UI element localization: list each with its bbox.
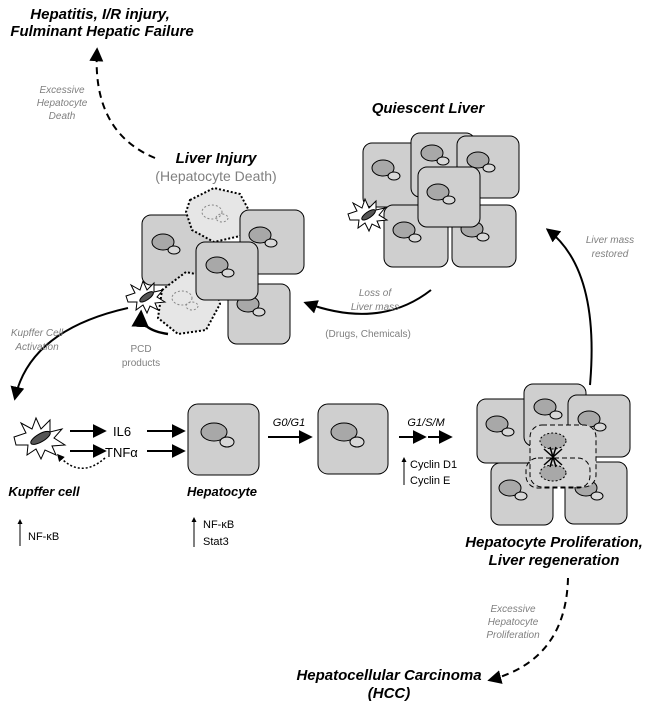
mass-restored-label-1: Liver mass: [586, 235, 634, 246]
quiescent-liver-cluster: [347, 132, 520, 268]
g0g1-label: G0/G1: [273, 417, 305, 429]
cyclin-d1-label: Cyclin D1: [410, 459, 457, 471]
excessive-proliferation-label-2: Hepatocyte: [488, 617, 539, 628]
excessive-proliferation-label-3: Proliferation: [486, 630, 540, 641]
proliferation-cluster: [476, 383, 631, 526]
stat3-label: Stat3: [203, 536, 229, 548]
pcd-products-label-1: PCD: [130, 344, 151, 355]
loss-of-mass-label-2: Liver mass: [351, 302, 399, 313]
mass-restored-label-2: restored: [592, 249, 629, 260]
arrow-to-hepatitis: [89, 47, 156, 159]
proliferation-title-line2: Liver regeneration: [489, 552, 620, 569]
dividing-hepatocyte: [525, 457, 591, 489]
cyclin-e-label: Cyclin E: [410, 475, 450, 487]
excessive-death-label-1: Excessive: [39, 85, 84, 96]
hcc-title-line2: (HCC): [368, 685, 411, 702]
proliferation-title-line1: Hepatocyte Proliferation,: [465, 534, 643, 551]
arrow-tnf-feedback: [57, 453, 106, 469]
excessive-death-label-2: Hepatocyte: [37, 98, 88, 109]
arrow-loss-of-mass: [303, 289, 432, 315]
arrow-pcd-products: [131, 309, 169, 336]
dividing-hepatocyte: [529, 424, 597, 488]
kupffer-cell-activated: [13, 416, 67, 461]
quiescent-liver-title: Quiescent Liver: [372, 100, 486, 117]
g1sm-label: G1/S/M: [407, 417, 445, 429]
kupffer-cell-icon: [347, 197, 389, 233]
liver-injury-cluster: [125, 186, 305, 345]
pcd-products-label-2: products: [122, 358, 160, 369]
hepatocyte-title: Hepatocyte: [187, 484, 257, 499]
hepatocyte-cell: [195, 241, 259, 301]
nfkb-hepatocyte-label: NF-κB: [203, 519, 234, 531]
hepatitis-title-line1: Hepatitis, I/R injury,: [30, 6, 169, 23]
nfkb-kupffer-label: NF-κB: [28, 531, 59, 543]
kupffer-cell-icon: [125, 279, 167, 315]
drugs-chemicals-label: (Drugs, Chemicals): [325, 329, 411, 340]
kupffer-activation-label-1: Kupffer Cell: [11, 328, 64, 339]
hepatitis-title-line2: Fulminant Hepatic Failure: [10, 23, 193, 40]
excessive-proliferation-label-1: Excessive: [490, 604, 535, 615]
excessive-death-label-3: Death: [49, 111, 76, 122]
kupffer-cell-title: Kupffer cell: [8, 484, 80, 499]
hepatocyte-death-subtitle: (Hepatocyte Death): [155, 168, 276, 184]
kupffer-activation-label-2: Activation: [14, 342, 59, 353]
arrow-to-hcc: [487, 577, 569, 684]
hepatocyte-cell: [417, 166, 481, 228]
arrow-kupffer-activation: [10, 307, 129, 401]
arrow-mass-restored: [545, 228, 593, 386]
hepatocyte-g1: [317, 403, 389, 475]
hepatocyte-single: [187, 403, 260, 476]
loss-of-mass-label-1: Loss of: [359, 288, 392, 299]
il6-label: IL6: [113, 424, 131, 439]
tnf-alpha-label: TNFα: [105, 445, 138, 460]
hcc-title-line1: Hepatocellular Carcinoma: [296, 667, 481, 684]
liver-injury-title: Liver Injury: [176, 150, 258, 167]
arrows: [10, 47, 593, 684]
